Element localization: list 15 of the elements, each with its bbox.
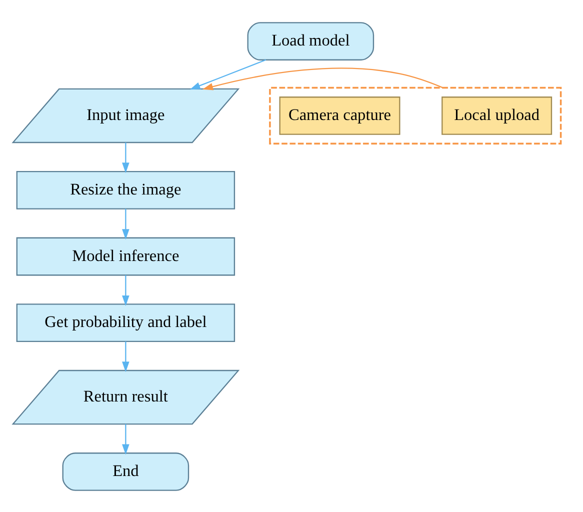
arrow (122, 424, 130, 454)
arrow (122, 142, 130, 173)
node-box: End (62, 452, 190, 490)
arrow (122, 208, 130, 240)
node-box: Model inference (16, 236, 236, 276)
node-box: Local upload (442, 96, 552, 134)
cluster (269, 86, 562, 144)
arrow (122, 340, 130, 372)
node-box: Load model (247, 22, 374, 60)
node-box: Get probability and label (16, 303, 236, 342)
arrow (190, 58, 266, 90)
node-box: Camera capture (279, 96, 400, 134)
node-box: Resize the image (16, 170, 236, 209)
arrow (122, 274, 130, 306)
arrow (202, 67, 444, 90)
